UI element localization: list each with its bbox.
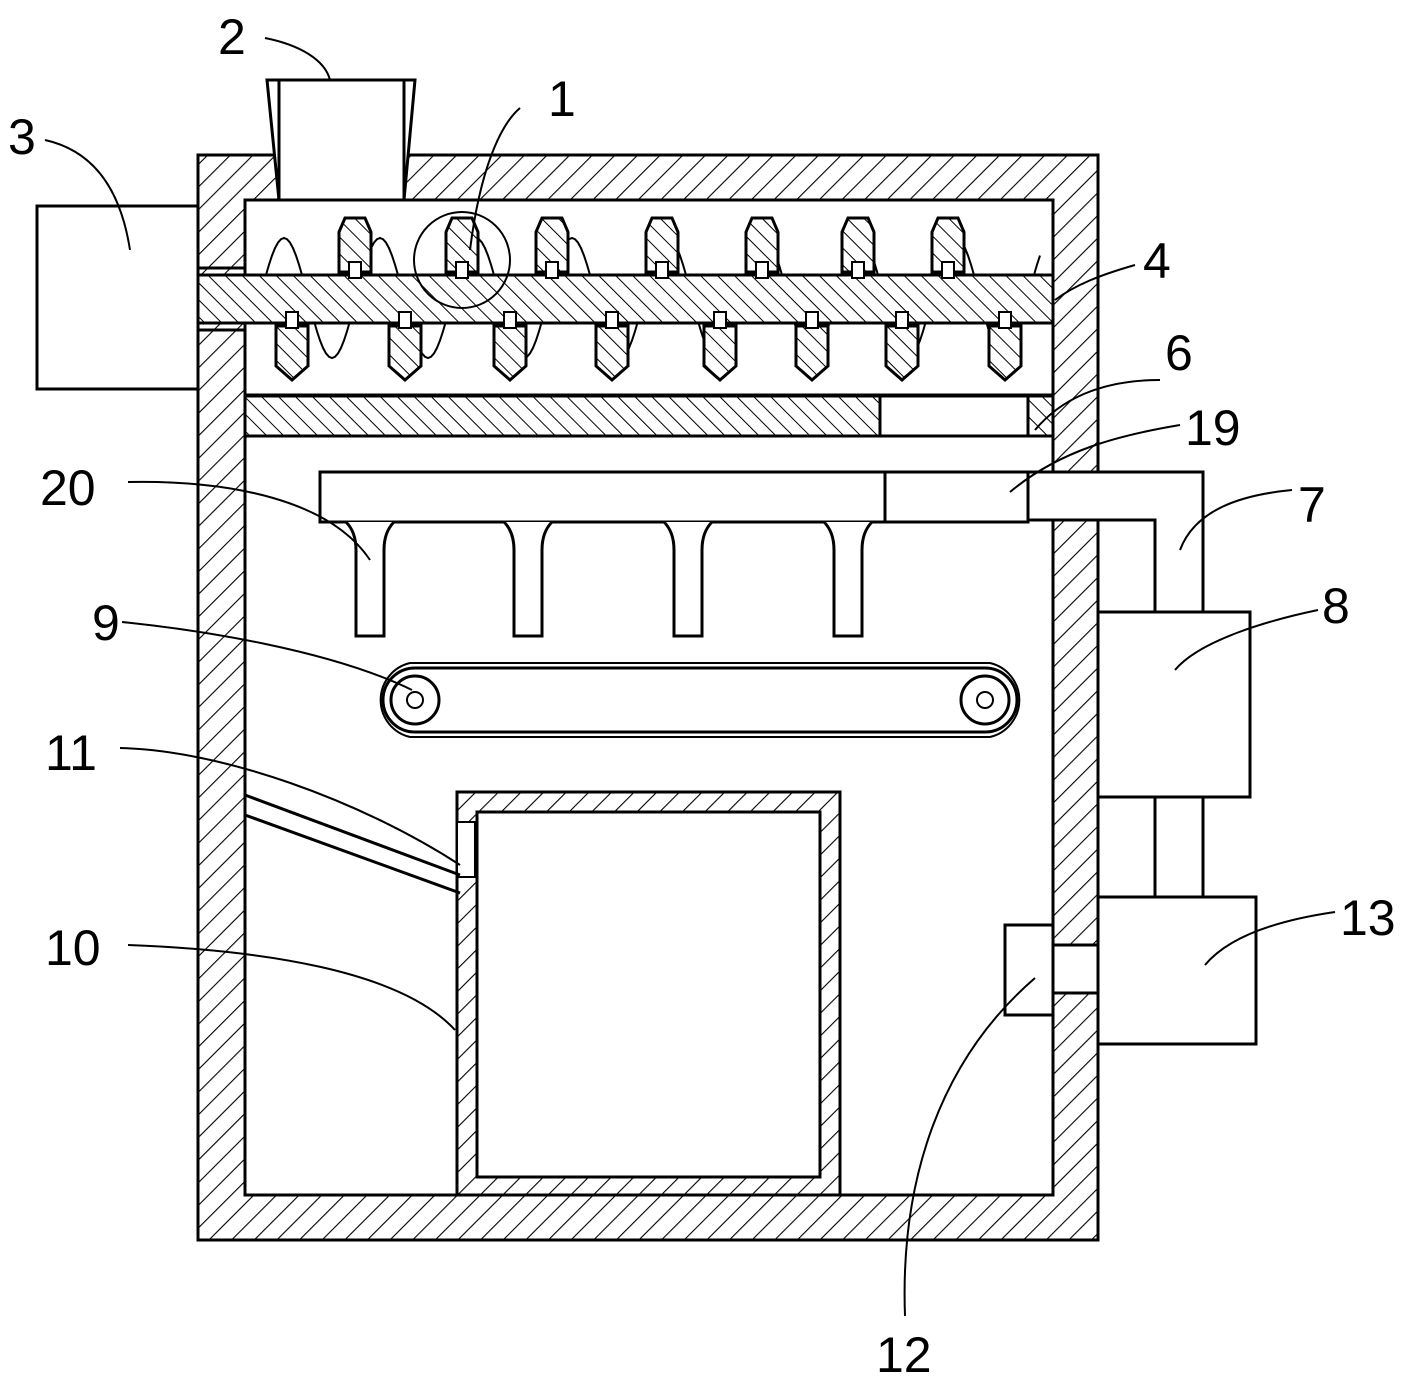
blade-pin: [805, 311, 819, 329]
feed-hopper: [265, 78, 417, 202]
blade-pin: [605, 311, 619, 329]
label-1: 1: [548, 71, 576, 127]
label-11: 11: [45, 725, 97, 781]
blade-pin: [655, 261, 669, 279]
blade-top-4: [744, 216, 780, 274]
collection-box: [455, 790, 842, 1197]
blade-pin: [755, 261, 769, 279]
label-4: 4: [1143, 233, 1171, 289]
blade-pin: [398, 311, 412, 329]
blade-pin: [545, 261, 559, 279]
spray-nozzle-0: [344, 520, 396, 638]
label-12: 12: [876, 1327, 932, 1383]
label-13: 13: [1340, 890, 1396, 946]
blade-bottom-1: [387, 324, 423, 382]
label-6: 6: [1165, 325, 1193, 381]
blade-top-1: [444, 216, 480, 274]
label-8: 8: [1322, 578, 1350, 634]
spray-nozzle-1: [502, 520, 554, 638]
blade-top-2: [534, 216, 570, 274]
blade-top-5: [840, 216, 876, 274]
label-2: 2: [218, 9, 246, 65]
blade-pin: [713, 311, 727, 329]
blade-bottom-3: [594, 324, 630, 382]
spray-nozzle-3: [822, 520, 874, 638]
label-3: 3: [8, 109, 36, 165]
motor: [35, 204, 245, 391]
label-19: 19: [1185, 400, 1241, 456]
blade-pin: [941, 261, 955, 279]
crushing-chamber: [196, 198, 1055, 397]
chute: [244, 793, 461, 895]
blade-top-6: [930, 216, 966, 274]
pump: [1096, 610, 1252, 897]
blade-bottom-7: [987, 324, 1023, 382]
leader-lines: [44, 37, 1336, 1317]
blade-bottom-2: [492, 324, 528, 382]
spray-nozzle-2: [662, 520, 714, 638]
fan-unit: [1003, 895, 1258, 1046]
blade-bottom-5: [794, 324, 830, 382]
blade-pin: [895, 311, 909, 329]
blade-pin: [455, 261, 469, 279]
blade-bottom-6: [884, 324, 920, 382]
blade-bottom-0: [274, 324, 310, 382]
label-20: 20: [40, 460, 96, 516]
blade-pin: [503, 311, 517, 329]
blade-top-0: [337, 216, 373, 274]
label-10: 10: [45, 920, 101, 976]
blade-pin: [998, 311, 1012, 329]
screen-plate: [243, 394, 1055, 438]
blade-pin: [851, 261, 865, 279]
spray-assembly: [318, 470, 1205, 638]
conveyor: [379, 662, 1021, 738]
blade-pin: [348, 261, 362, 279]
blade-bottom-4: [702, 324, 738, 382]
label-9: 9: [92, 595, 120, 651]
blade-top-3: [644, 216, 680, 274]
label-7: 7: [1298, 477, 1326, 533]
labels: 1 2 3 4 6 19 7 20 8 9 11 10 13 12: [8, 9, 1396, 1383]
blade-pin: [285, 311, 299, 329]
